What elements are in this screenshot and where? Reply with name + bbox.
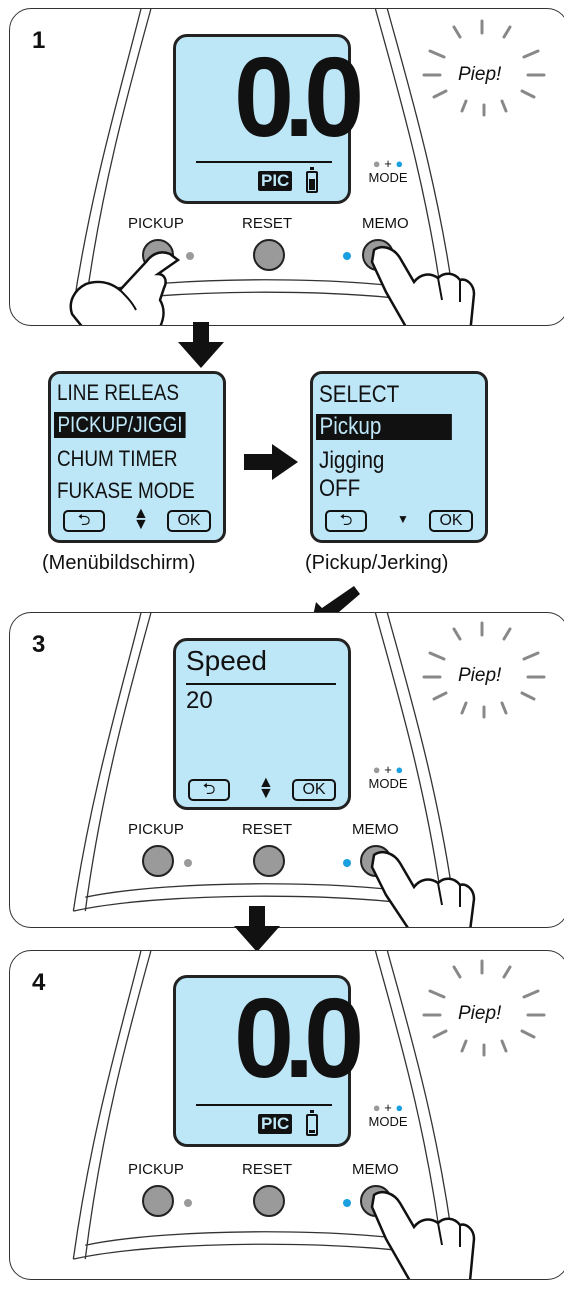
option-item[interactable]: Jigging (319, 447, 385, 474)
step-3-panel: 3 Speed 20 ⮌ ▲▼ OK ● + ● MODE Piep! PICK… (9, 612, 564, 928)
menu-item-selected[interactable]: PICKUP/JIGGI (54, 412, 186, 438)
pickup-label: PICKUP (128, 215, 184, 232)
memo-led (343, 1199, 351, 1207)
lcd-display: 0.0 PIC (173, 973, 364, 1147)
ok-key: OK (167, 510, 211, 532)
beep-text: Piep! (458, 665, 502, 686)
select-title: SELECT (319, 381, 400, 408)
step-number: 1 (32, 27, 46, 54)
speed-title: Speed (186, 645, 267, 676)
beep-burst-icon (422, 621, 546, 719)
step-number: 4 (32, 969, 46, 996)
pickup-screen-caption: (Pickup/Jerking) (305, 552, 449, 574)
blue-dot-icon: ● (395, 1100, 404, 1115)
depth-readout: 0.0 (234, 973, 364, 1101)
pickup-led (184, 859, 192, 867)
plus-sign: + (384, 762, 392, 777)
mode-combo-hint: ● + ● MODE (366, 763, 410, 791)
reset-button[interactable] (253, 1185, 285, 1217)
reset-button[interactable] (253, 845, 285, 877)
mode-badge: PIC (258, 171, 293, 191)
pickup-button[interactable] (142, 1185, 174, 1217)
right-hand-pressing-icon (370, 1191, 476, 1279)
memo-led (343, 859, 351, 867)
menu-screen-caption: (Menübildschirm) (42, 552, 196, 574)
beep-text: Piep! (458, 1003, 502, 1024)
up-down-arrows-icon: ▲▼ (133, 505, 149, 533)
down-arrow-icon: ▼ (397, 512, 409, 526)
reset-label: RESET (242, 1161, 293, 1178)
mode-label: MODE (368, 1114, 408, 1129)
right-hand-pressing-icon (370, 851, 476, 927)
gray-dot-icon: ● (372, 156, 381, 171)
speed-value: 20 (186, 687, 213, 714)
menu-item[interactable]: FUKASE MODE (57, 478, 195, 503)
speed-setting-screen: Speed 20 ⮌ ▲▼ OK (173, 638, 351, 810)
pickup-select-screen: SELECT Pickup Jigging OFF ⮌ ▼ OK (310, 371, 488, 543)
memo-label: MEMO (352, 821, 399, 838)
left-hand-pressing-icon (69, 251, 180, 325)
back-key-icon: ⮌ (325, 510, 367, 532)
plus-sign: + (384, 1100, 392, 1115)
gray-dot-icon: ● (372, 1100, 381, 1115)
pickup-led (184, 1199, 192, 1207)
beep-burst-icon (422, 19, 546, 117)
arrow-right-icon (244, 444, 298, 480)
pickup-label: PICKUP (128, 1161, 184, 1178)
mode-label: MODE (368, 170, 408, 185)
battery-icon (306, 167, 318, 193)
pickup-label: PICKUP (128, 821, 184, 838)
reset-label: RESET (242, 821, 293, 838)
depth-readout: 0.0 (234, 32, 364, 160)
step-4-panel: 4 0.0 PIC ● + ● MODE Piep! PICKUP RESET … (9, 950, 564, 1280)
lcd-divider (196, 161, 332, 163)
plus-sign: + (384, 156, 392, 171)
lcd-divider (196, 1104, 332, 1106)
lcd-display: 0.0 PIC (173, 32, 364, 204)
beep-burst-icon (422, 959, 546, 1057)
blue-dot-icon: ● (395, 156, 404, 171)
pickup-button[interactable] (142, 845, 174, 877)
right-hand-pressing-icon (370, 246, 476, 325)
reset-label: RESET (242, 215, 293, 232)
mode-badge: PIC (258, 1114, 293, 1134)
up-down-arrows-icon: ▲▼ (258, 774, 274, 802)
step-1-panel: 1 0.0 PIC ● + ● MODE Piep! PICKUP RESET … (9, 8, 564, 326)
arrow-down-icon (234, 906, 280, 952)
memo-led (343, 252, 351, 260)
back-key-icon: ⮌ (188, 779, 230, 801)
memo-label: MEMO (362, 215, 409, 232)
menu-item[interactable]: CHUM TIMER (57, 446, 178, 471)
gray-dot-icon: ● (372, 762, 381, 777)
reset-button[interactable] (253, 239, 285, 271)
option-selected[interactable]: Pickup (316, 414, 452, 440)
step-number: 3 (32, 631, 46, 658)
ok-key: OK (292, 779, 336, 801)
menu-screen: LINE RELEAS PICKUP/JIGGI CHUM TIMER FUKA… (48, 371, 226, 543)
pickup-led (186, 252, 194, 260)
arrow-down-icon (178, 322, 224, 368)
beep-text: Piep! (458, 64, 502, 85)
blue-dot-icon: ● (395, 762, 404, 777)
mode-label: MODE (368, 776, 408, 791)
menu-item[interactable]: LINE RELEAS (57, 380, 179, 405)
mode-combo-hint: ● + ● MODE (366, 1101, 410, 1129)
memo-label: MEMO (352, 1161, 399, 1178)
option-item[interactable]: OFF (319, 475, 361, 502)
ok-key: OK (429, 510, 473, 532)
battery-icon (306, 1110, 318, 1136)
title-underline (186, 683, 336, 685)
back-key-icon: ⮌ (63, 510, 105, 532)
mode-combo-hint: ● + ● MODE (366, 157, 410, 185)
